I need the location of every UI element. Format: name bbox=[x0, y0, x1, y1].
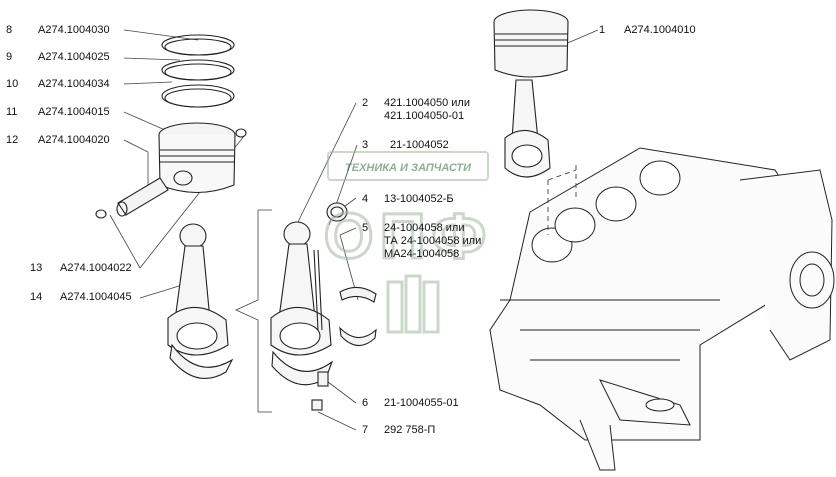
callout-number-9: 9 bbox=[6, 51, 13, 63]
callout-number-7: 7 bbox=[362, 424, 369, 436]
callout-part-6: 21-1004055-01 bbox=[384, 397, 459, 409]
callout-part-2-alt: 421.1004050-01 bbox=[384, 110, 465, 122]
callout-number-10: 10 bbox=[6, 78, 19, 90]
callout-part-4: 13-1004052-Б bbox=[384, 193, 454, 205]
circlips-drawing bbox=[95, 128, 247, 219]
callout-part-13: А274.1004022 bbox=[60, 262, 132, 274]
piston-pin-drawing bbox=[116, 177, 169, 217]
callout-part-2: 421.1004050 или bbox=[384, 97, 470, 109]
callout-part-5: 24-1004058 или bbox=[384, 222, 465, 234]
callout-number-11: 11 bbox=[6, 106, 18, 118]
callout-number-14: 14 bbox=[30, 291, 43, 303]
callout-number-3: 3 bbox=[362, 139, 369, 151]
callout-number-12: 12 bbox=[6, 134, 19, 146]
piston-drawing bbox=[158, 122, 236, 193]
callout-part-8: А274.1004030 bbox=[38, 24, 110, 36]
callout-part-7: 292 758-П bbox=[384, 424, 436, 436]
callout-part-5-alt2: МА24-1004058 bbox=[384, 248, 460, 260]
bushing-drawing bbox=[326, 202, 348, 222]
watermark-brand: ОПФ bbox=[324, 200, 492, 272]
callout-part-11: А274.1004015 bbox=[38, 106, 110, 118]
watermark-text: ТЕХНИКА И ЗАПЧАСТИ bbox=[345, 162, 472, 174]
callout-part-12: А274.1004020 bbox=[38, 134, 110, 146]
bearing-shells-drawing bbox=[339, 286, 377, 347]
callout-number-13: 13 bbox=[30, 262, 43, 274]
callout-part-14: А274.1004045 bbox=[60, 291, 132, 303]
callout-part-3: 21-1004052 bbox=[390, 139, 449, 151]
piston-assembly-drawing bbox=[493, 9, 569, 178]
engine-block-drawing bbox=[489, 147, 835, 471]
callout-number-4: 4 bbox=[362, 193, 369, 205]
callout-number-8: 8 bbox=[6, 24, 13, 36]
alignment-lines bbox=[547, 165, 577, 235]
callout-part-10: А274.1004034 bbox=[38, 78, 110, 90]
connecting-rod-center-drawing bbox=[270, 221, 334, 386]
callout-number-1: 1 bbox=[599, 24, 606, 36]
callout-part-9: А274.1004025 bbox=[38, 51, 110, 63]
callout-number-5: 5 bbox=[362, 222, 369, 234]
watermark-logo: ТЕХНИКА И ЗАПЧАСТИ ОПФ bbox=[322, 151, 492, 334]
callout-number-6: 6 bbox=[362, 397, 369, 409]
bolt-nut-drawing bbox=[311, 371, 329, 411]
callout-number-2: 2 bbox=[362, 97, 369, 109]
callout-part-5-alt1: ТА 24-1004058 или bbox=[384, 235, 482, 247]
piston-rings-drawing bbox=[161, 34, 235, 108]
callout-part-1: А274.1004010 bbox=[624, 24, 696, 36]
group-bracket bbox=[235, 209, 272, 413]
connecting-rod-left-drawing bbox=[167, 223, 234, 379]
